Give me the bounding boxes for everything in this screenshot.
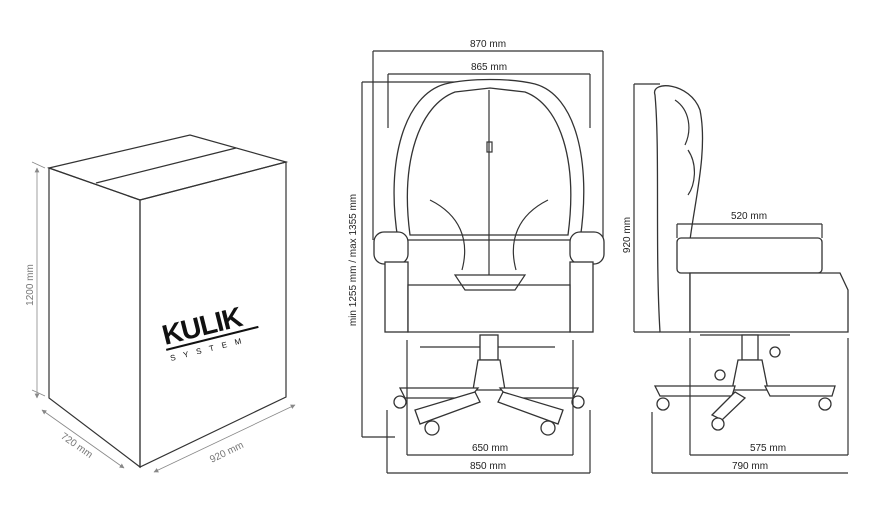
chair-side-view: 920 mm 520 mm 575 mm 790 mm: [622, 83, 849, 474]
seat-depth-label: 520 mm: [731, 211, 767, 222]
box-front-face: [139, 161, 287, 468]
box-flap-line: [95, 147, 237, 184]
box-depth-label: 720 mm: [58, 431, 94, 461]
box-left-face: [48, 167, 141, 469]
seat-width-label: 650 mm: [472, 443, 508, 454]
back-height-label: 920 mm: [622, 217, 633, 253]
base-width-label: 850 mm: [470, 461, 506, 472]
box-top: [46, 134, 289, 201]
kulik-logo: KULIK SYSTEM: [159, 301, 259, 363]
box-height-label: 1200 mm: [25, 264, 36, 306]
overall-width-label: 870 mm: [470, 39, 506, 50]
back-width-label: 865 mm: [471, 62, 507, 73]
base-depth-label: 790 mm: [732, 461, 768, 472]
seat-base-label: 575 mm: [750, 443, 786, 454]
height-range-label: min 1255 mm / max 1355 mm: [348, 194, 359, 326]
chair-front-view: 870 mm 865 mm min 1255 mm / max 1355 mm …: [348, 39, 605, 474]
packaging-box: KULIK SYSTEM 1200 mm 720 mm 920 mm: [25, 134, 296, 473]
